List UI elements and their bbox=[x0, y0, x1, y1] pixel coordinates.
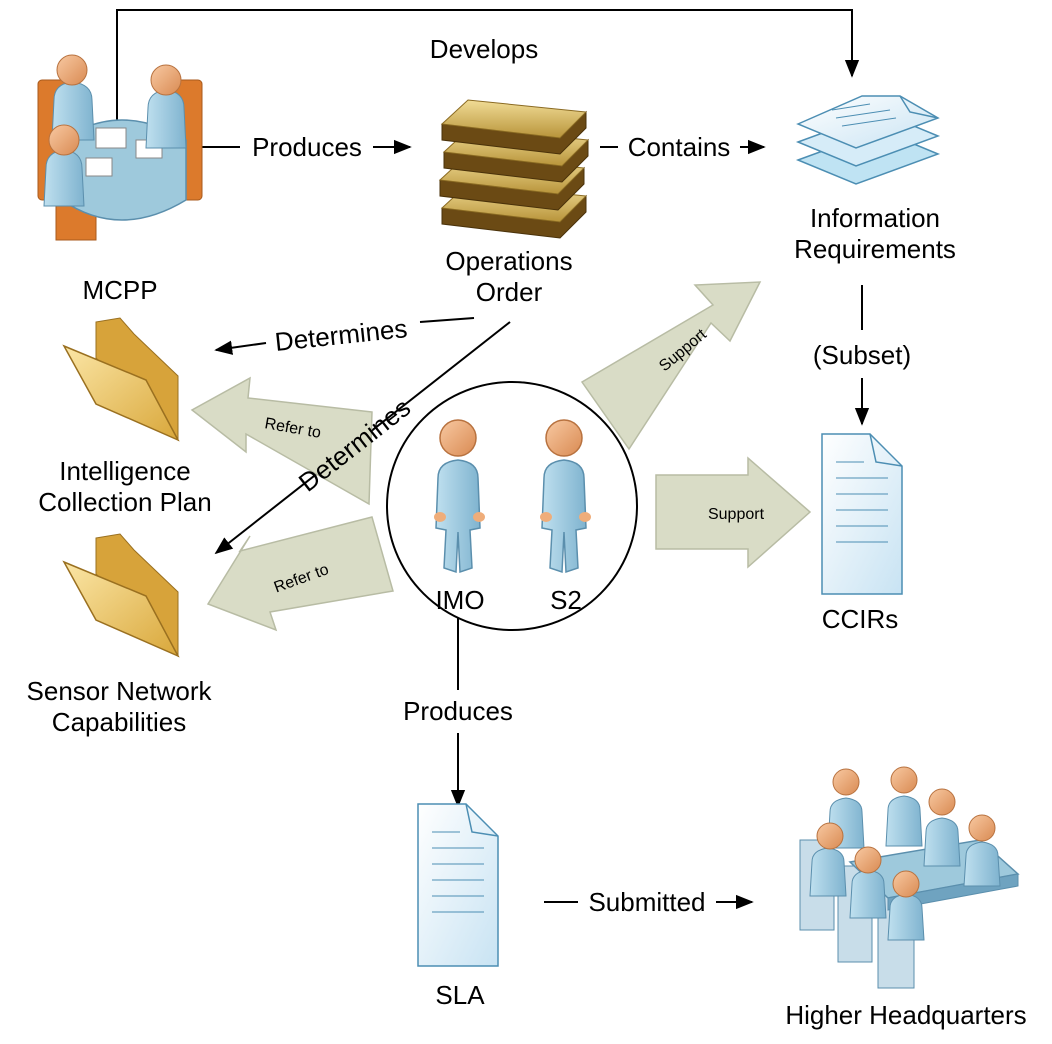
edge-label-contains: Contains bbox=[628, 132, 731, 162]
books-icon bbox=[438, 99, 590, 239]
edge-label-produces-top: Produces bbox=[252, 132, 362, 162]
information-requirements-label: Information Requirements bbox=[770, 203, 980, 265]
edge-label-determines-icp: Determines bbox=[273, 313, 408, 357]
block-arrow-refer-snc bbox=[206, 516, 394, 632]
s2-person-icon bbox=[540, 419, 591, 574]
sensor-network-capabilities-label: Sensor Network Capabilities bbox=[4, 676, 234, 738]
ccirs-label: CCIRs bbox=[821, 604, 899, 634]
intelligence-collection-plan-folder-icon bbox=[62, 317, 180, 442]
edge-determines-icp-line-b bbox=[214, 340, 267, 355]
intelligence-collection-plan-label: Intelligence Collection Plan bbox=[20, 456, 230, 518]
operations-order-label-line-2: Order bbox=[475, 277, 543, 307]
operations-order-label: Operations Order bbox=[414, 246, 604, 308]
imo-label: IMO bbox=[435, 585, 484, 615]
conference-room-icon bbox=[799, 766, 1020, 989]
block-arrow-support-ir bbox=[580, 281, 762, 451]
operations-order-label-line-1: Operations bbox=[445, 246, 573, 276]
s2-label: S2 bbox=[550, 585, 582, 615]
edge-label-subset: (Subset) bbox=[813, 340, 911, 370]
block-arrow-refer-icp bbox=[190, 376, 373, 506]
edge-label-produces-bottom: Produces bbox=[403, 696, 513, 726]
mcpp-label: MCPP bbox=[82, 275, 158, 305]
block-arrow-support-ccirs bbox=[655, 456, 812, 569]
sensor-network-capabilities-label-line-1: Sensor Network bbox=[26, 676, 212, 706]
edge-determines-icp-line-a bbox=[419, 317, 475, 323]
edge-label-support-ccirs: Support bbox=[708, 506, 765, 523]
sensor-network-capabilities-label-line-2: Capabilities bbox=[51, 707, 187, 737]
intelligence-collection-plan-label-line-1: Intelligence bbox=[59, 456, 191, 486]
ccirs-document-icon bbox=[821, 433, 903, 595]
edge-mcpp-to-info-requirements bbox=[116, 9, 860, 120]
edge-label-develops: Develops bbox=[430, 34, 538, 64]
stacked-documents-icon bbox=[795, 95, 941, 185]
imo-person-icon bbox=[434, 419, 485, 574]
edge-label-submitted: Submitted bbox=[588, 887, 705, 917]
sla-label: SLA bbox=[435, 980, 485, 1010]
mcpp-meeting-icon bbox=[37, 54, 203, 241]
higher-headquarters-label: Higher Headquarters bbox=[785, 1000, 1027, 1030]
imo-s2-group-circle bbox=[386, 381, 638, 631]
intelligence-collection-plan-label-line-2: Collection Plan bbox=[38, 487, 212, 517]
information-requirements-label-line-1: Information bbox=[809, 203, 941, 233]
information-requirements-label-line-2: Requirements bbox=[794, 234, 956, 264]
sla-document-icon bbox=[417, 803, 499, 967]
sensor-network-capabilities-folder-icon bbox=[62, 533, 180, 658]
